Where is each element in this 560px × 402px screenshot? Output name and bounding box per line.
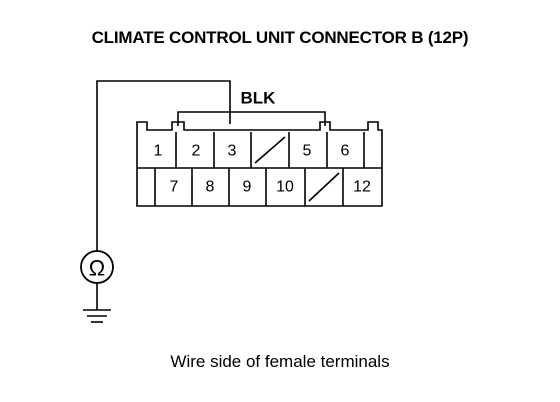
terminal-10: 10 (276, 179, 294, 196)
ohmmeter-symbol: Ω (89, 256, 105, 281)
top-row-dividers (175, 132, 365, 168)
wire-color-label: BLK (241, 89, 277, 108)
empty-cavity-slash-top (254, 136, 286, 164)
diagram-title: CLIMATE CONTROL UNIT CONNECTOR B (12P) (91, 28, 469, 47)
wire-color-bracket (177, 111, 326, 126)
probe-wire (96, 80, 231, 251)
terminal-12: 12 (353, 179, 371, 196)
terminal-1: 1 (154, 143, 163, 160)
terminal-3: 3 (228, 143, 237, 160)
terminal-6: 6 (341, 143, 350, 160)
ohmmeter-icon: Ω (80, 250, 114, 284)
diagram-caption: Wire side of female terminals (170, 352, 390, 371)
terminal-7: 7 (170, 179, 179, 196)
terminal-8: 8 (206, 179, 215, 196)
terminal-2: 2 (192, 143, 201, 160)
connector-housing (136, 121, 383, 207)
ground-icon (83, 283, 111, 323)
empty-cavity-slash-bottom (308, 172, 340, 202)
terminal-5: 5 (303, 143, 312, 160)
bottom-row-dividers (154, 168, 344, 206)
terminal-9: 9 (243, 179, 252, 196)
